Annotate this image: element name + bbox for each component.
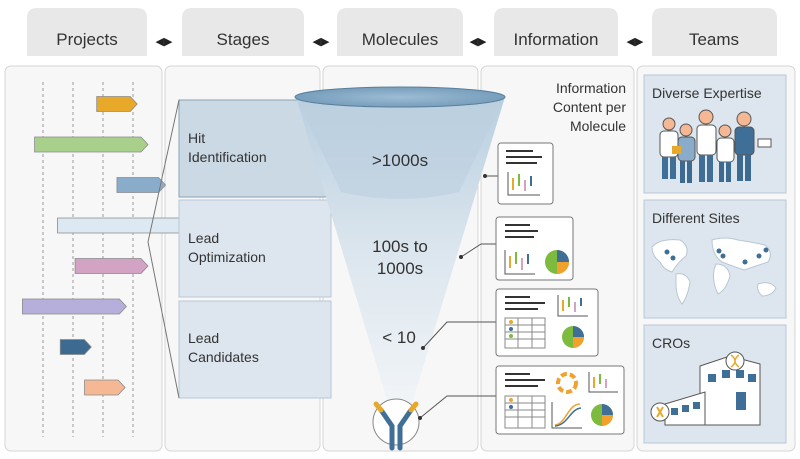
molecules-lead-cand-count: < 10	[382, 328, 416, 347]
tab-label-teams: Teams	[689, 30, 739, 49]
project-bars	[22, 96, 190, 396]
pie-chart-icon	[562, 326, 584, 348]
project-bar	[84, 379, 126, 396]
dose-response-icon	[551, 402, 582, 429]
tab-molecules[interactable]	[337, 8, 463, 56]
scatter-chart-icon	[588, 372, 618, 393]
stage-boxes: Hit Identification Lead Optimization Lea…	[147, 99, 334, 399]
arrow-left-right-icon: ◀▶	[627, 35, 644, 48]
information-header: Information	[556, 80, 626, 96]
stage-bracket	[147, 99, 180, 399]
document-card-icon	[495, 216, 574, 281]
scatter-chart-icon	[504, 250, 535, 275]
ring-chart-icon	[556, 372, 578, 394]
stage-hit-label: Hit	[188, 130, 205, 146]
document-card-icon	[495, 365, 625, 435]
document-card-icon	[497, 142, 554, 205]
building-icon	[650, 351, 761, 426]
stage-lead-cand-label: Candidates	[188, 349, 259, 365]
project-bar	[74, 258, 149, 274]
project-bar	[96, 96, 138, 112]
molecules-hit-count: >1000s	[372, 151, 428, 170]
scatter-chart-icon	[507, 172, 540, 196]
stage-lead-opt-box	[178, 199, 332, 298]
information-header: Content per	[553, 99, 626, 115]
pie-chart-icon	[591, 404, 613, 426]
tab-information[interactable]	[494, 8, 618, 56]
teams-column: Diverse Expertise Different Sites CROs	[643, 74, 787, 444]
tab-teams[interactable]	[652, 8, 777, 56]
arrow-left-right-icon: ◀▶	[313, 35, 330, 48]
arrow-left-right-icon: ◀▶	[470, 35, 487, 48]
team-expertise-label: Diverse Expertise	[652, 85, 762, 101]
stage-hit-label: Identification	[188, 149, 267, 165]
tab-label-stages: Stages	[217, 30, 270, 49]
funnel-rim	[294, 86, 506, 108]
scatter-chart-icon	[557, 295, 588, 317]
world-map-icon	[651, 237, 777, 305]
stage-lead-opt-label: Lead	[188, 230, 219, 246]
data-table-icon	[504, 317, 546, 349]
stage-lead-opt-label: Optimization	[188, 249, 266, 265]
antibody-icon	[372, 398, 420, 451]
molecule-funnel: >1000s 100s to 1000s < 10	[294, 86, 506, 451]
document-card-icon	[495, 288, 599, 357]
tab-label-molecules: Molecules	[362, 30, 439, 49]
tab-projects[interactable]	[27, 8, 147, 56]
molecules-lead-opt-count: 1000s	[377, 259, 423, 278]
information-header: Molecule	[570, 118, 626, 134]
project-bar	[57, 217, 190, 234]
project-bar	[34, 136, 149, 153]
data-table-icon	[504, 395, 546, 429]
project-bar	[59, 339, 92, 355]
tab-label-projects: Projects	[56, 30, 117, 49]
project-bar	[22, 298, 127, 315]
stage-lead-cand-label: Lead	[188, 330, 219, 346]
project-bar	[116, 177, 167, 193]
molecules-lead-opt-count: 100s to	[372, 237, 428, 256]
funnel-band-top	[296, 97, 505, 199]
tab-stages[interactable]	[182, 8, 304, 56]
project-timeline	[22, 82, 190, 437]
people-icon	[659, 109, 772, 183]
arrow-left-right-icon: ◀▶	[156, 35, 173, 48]
team-cros-label: CROs	[652, 335, 690, 351]
tab-label-information: Information	[513, 30, 598, 49]
tab-row: Projects Stages Molecules Information Te…	[27, 8, 777, 56]
pie-chart-icon	[545, 250, 569, 274]
stage-lead-cand-box	[178, 300, 332, 399]
team-sites-label: Different Sites	[652, 210, 740, 226]
